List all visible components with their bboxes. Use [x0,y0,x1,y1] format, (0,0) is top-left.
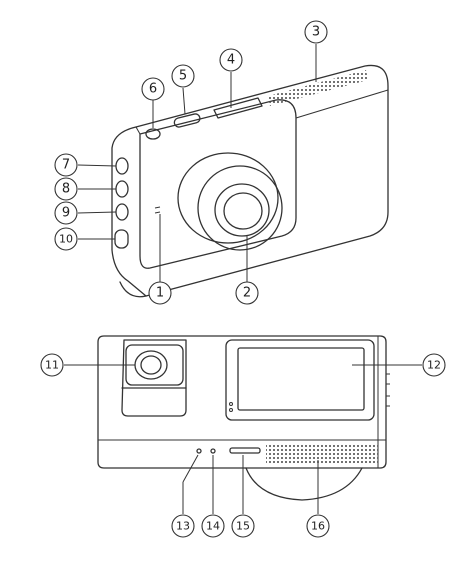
indicator-dot-14 [210,448,216,454]
side-button-8 [115,180,129,198]
camera-flat-view [64,335,422,514]
microphone-hole [154,206,161,214]
callout-2: 2 [235,281,259,305]
card-slot [213,97,263,119]
round-button [145,128,161,140]
callout-7: 7 [54,153,78,177]
callout-6: 6 [141,77,165,101]
callout-4-label: 4 [227,53,235,68]
side-buttons [114,157,129,249]
callout-4: 4 [219,48,243,72]
callout-5: 5 [171,64,195,88]
callout-3: 3 [304,20,328,44]
flat-body-outline [97,335,387,469]
side-button-9 [115,203,129,221]
camera-perspective-view [77,44,389,298]
camera-front-edge [135,126,141,135]
callout-16: 16 [306,514,330,538]
flat-side-buttons [386,373,390,407]
callout-10: 10 [54,227,78,251]
callout-9-label: 9 [62,206,70,221]
callout-10-label: 10 [59,233,73,246]
callout-13-label: 13 [176,520,190,533]
speaker-grille [268,70,368,106]
camera-body-outline [119,64,389,298]
callout-8-label: 8 [62,182,70,197]
callout-12: 12 [422,353,446,377]
callout-1: 1 [148,281,172,305]
callout-14-label: 14 [206,520,220,533]
display-screen [225,339,375,421]
camera-left-side [111,126,147,297]
callout-15: 15 [231,514,255,538]
side-button-10 [114,229,129,249]
callout-14: 14 [201,514,225,538]
bottom-slot [229,447,261,454]
side-button-7 [115,157,129,175]
front-lens [177,152,283,251]
camera-top-edge [295,89,389,119]
callout-11-label: 11 [45,359,59,372]
callout-13: 13 [171,514,195,538]
callout-16-label: 16 [311,520,325,533]
callout-7-label: 7 [62,158,70,173]
callout-11: 11 [40,353,64,377]
callout-15-label: 15 [236,520,250,533]
callout-9: 9 [54,201,78,225]
callout-8: 8 [54,177,78,201]
power-button [173,113,201,128]
mount-base [245,467,363,501]
indicator-dot-13 [196,448,202,454]
callout-3-label: 3 [312,25,320,40]
callout-2-label: 2 [243,286,251,301]
callout-1-label: 1 [156,286,164,301]
rear-camera-module [121,339,187,417]
callout-12-label: 12 [427,359,441,372]
camera-front-bezel [139,99,297,269]
callout-5-label: 5 [179,69,187,84]
bottom-speaker-grille [266,443,378,463]
callout-6-label: 6 [149,82,157,97]
